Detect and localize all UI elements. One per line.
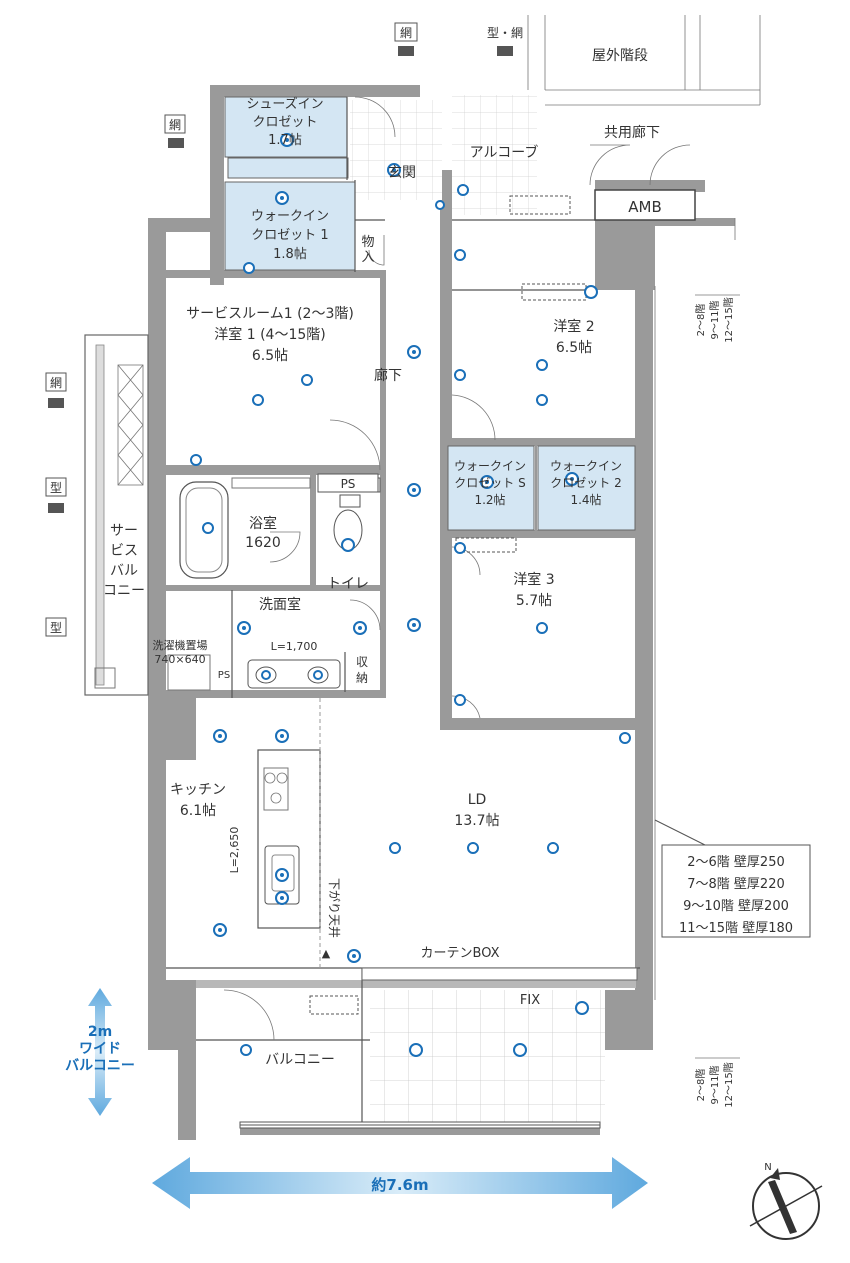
wall-thickness-row-4: 11〜15階 壁厚180 <box>679 921 793 936</box>
amb-label: AMB <box>628 198 662 216</box>
counter-label: L=1,700 <box>271 640 318 653</box>
compass-needle-icon <box>770 1168 780 1180</box>
fix-label: FIX <box>520 993 540 1008</box>
ceiling-label: 下がり天井 <box>327 878 342 938</box>
toilet-label: トイレ <box>327 576 369 592</box>
compass: N <box>749 1162 823 1240</box>
floor-note-5: 9〜11階 <box>709 1065 721 1104</box>
net-label-2: 網 <box>169 118 181 132</box>
amb-box: AMB <box>594 189 696 221</box>
floor-note-2: 9〜11階 <box>709 300 721 339</box>
ps-label: PS <box>341 477 356 491</box>
floor-note-6: 12〜15階 <box>723 1062 735 1107</box>
wall-thickness-row-2: 7〜8階 壁厚220 <box>687 877 785 892</box>
service-balcony-structure <box>84 334 149 696</box>
hallway-label: 廊下 <box>374 367 402 384</box>
entrance-label: 玄関 <box>388 164 416 181</box>
floor-note-3: 12〜15階 <box>723 297 735 342</box>
net-pair-label: 型・網 <box>487 26 523 40</box>
wall-thickness-row-1: 2〜6階 壁厚250 <box>687 855 785 870</box>
net-label-1: 網 <box>400 26 412 40</box>
entrance-tiles <box>350 100 442 200</box>
net-label-3: 網 <box>50 376 62 390</box>
wall-thickness-table: 2〜6階 壁厚250 7〜8階 壁厚220 9〜10階 壁厚200 11〜15階… <box>654 819 811 938</box>
type-label-2: 型 <box>50 621 62 635</box>
service-balcony-label: サービスバルコニー <box>103 523 145 599</box>
balcony-label: バルコニー <box>265 1052 335 1068</box>
common-corridor-label: 共用廊下 <box>604 124 660 141</box>
washroom-label: 洗面室 <box>259 596 301 613</box>
outdoor-stair-lines <box>527 15 761 1000</box>
curtain-box-label: カーテンBOX <box>421 946 500 961</box>
outdoor-stairs-label: 屋外階段 <box>592 48 648 64</box>
balcony-tiles <box>370 990 605 1122</box>
type-label-1: 型 <box>50 481 62 495</box>
svg-text:▲: ▲ <box>322 947 331 960</box>
service-room-label: サービスルーム1 (2〜3階)洋室 1 (4〜15階)6.5帖 <box>186 306 354 364</box>
alcove-label: アルコーブ <box>470 144 539 161</box>
overall-width-indicator: 約7.6m <box>152 1157 648 1209</box>
kitchen-length-label: L=2,650 <box>228 827 241 874</box>
electrical-fixtures <box>190 133 631 1057</box>
floor-note-1: 2〜8階 <box>695 304 707 337</box>
ps-small-label: PS <box>218 670 230 681</box>
storage-short-label: 物入 <box>361 235 374 265</box>
window-type-labels: 網 型・網 網 網 型 型 2〜8階 9〜11階 12〜15階 2〜8階 9〜1… <box>45 22 740 1108</box>
storage-label: 収納 <box>356 655 368 685</box>
overall-width-label: 約7.6m <box>371 1176 428 1194</box>
walls <box>148 85 735 1140</box>
kitchen-unit <box>257 698 321 968</box>
compass-north-label: N <box>764 1162 771 1173</box>
windows <box>239 195 638 1129</box>
closets <box>224 96 636 531</box>
floor-note-4: 2〜8階 <box>695 1069 707 1102</box>
wall-thickness-row-3: 9〜10階 壁厚200 <box>683 899 789 914</box>
